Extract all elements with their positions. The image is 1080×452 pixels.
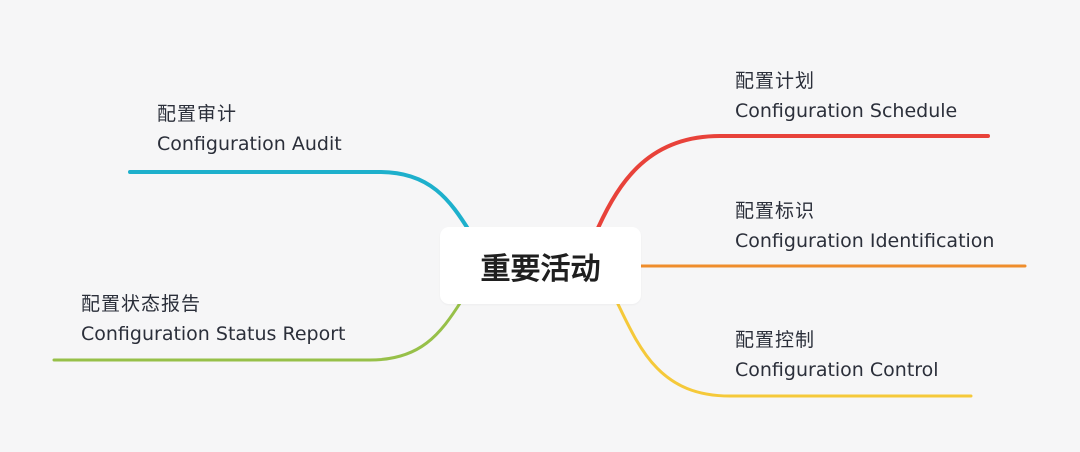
branch-audit-en: Configuration Audit <box>157 132 342 155</box>
branch-status-report-zh: 配置状态报告 <box>81 293 202 315</box>
branch-identification: 配置标识 Configuration Identification <box>735 200 994 254</box>
branch-schedule: 配置计划 Configuration Schedule <box>735 70 957 124</box>
branch-identification-en: Configuration Identification <box>735 229 995 252</box>
branch-status-report-en: Configuration Status Report <box>81 322 346 345</box>
branch-identification-zh: 配置标识 <box>735 200 816 222</box>
central-topic: 重要活动 <box>440 227 641 304</box>
connector-schedule <box>596 134 990 230</box>
branch-status-report: 配置状态报告 Configuration Status Report <box>81 293 345 347</box>
branch-audit: 配置审计 Configuration Audit <box>157 103 342 157</box>
connector-audit <box>128 170 472 234</box>
branch-schedule-en: Configuration Schedule <box>735 99 958 122</box>
connector-control <box>614 298 973 398</box>
branch-control-zh: 配置控制 <box>735 329 816 351</box>
branch-control: 配置控制 Configuration Control <box>735 329 939 383</box>
branch-control-en: Configuration Control <box>735 358 939 381</box>
branch-schedule-zh: 配置计划 <box>735 70 816 92</box>
branch-audit-zh: 配置审计 <box>157 103 238 125</box>
connector-status-report <box>52 298 464 362</box>
